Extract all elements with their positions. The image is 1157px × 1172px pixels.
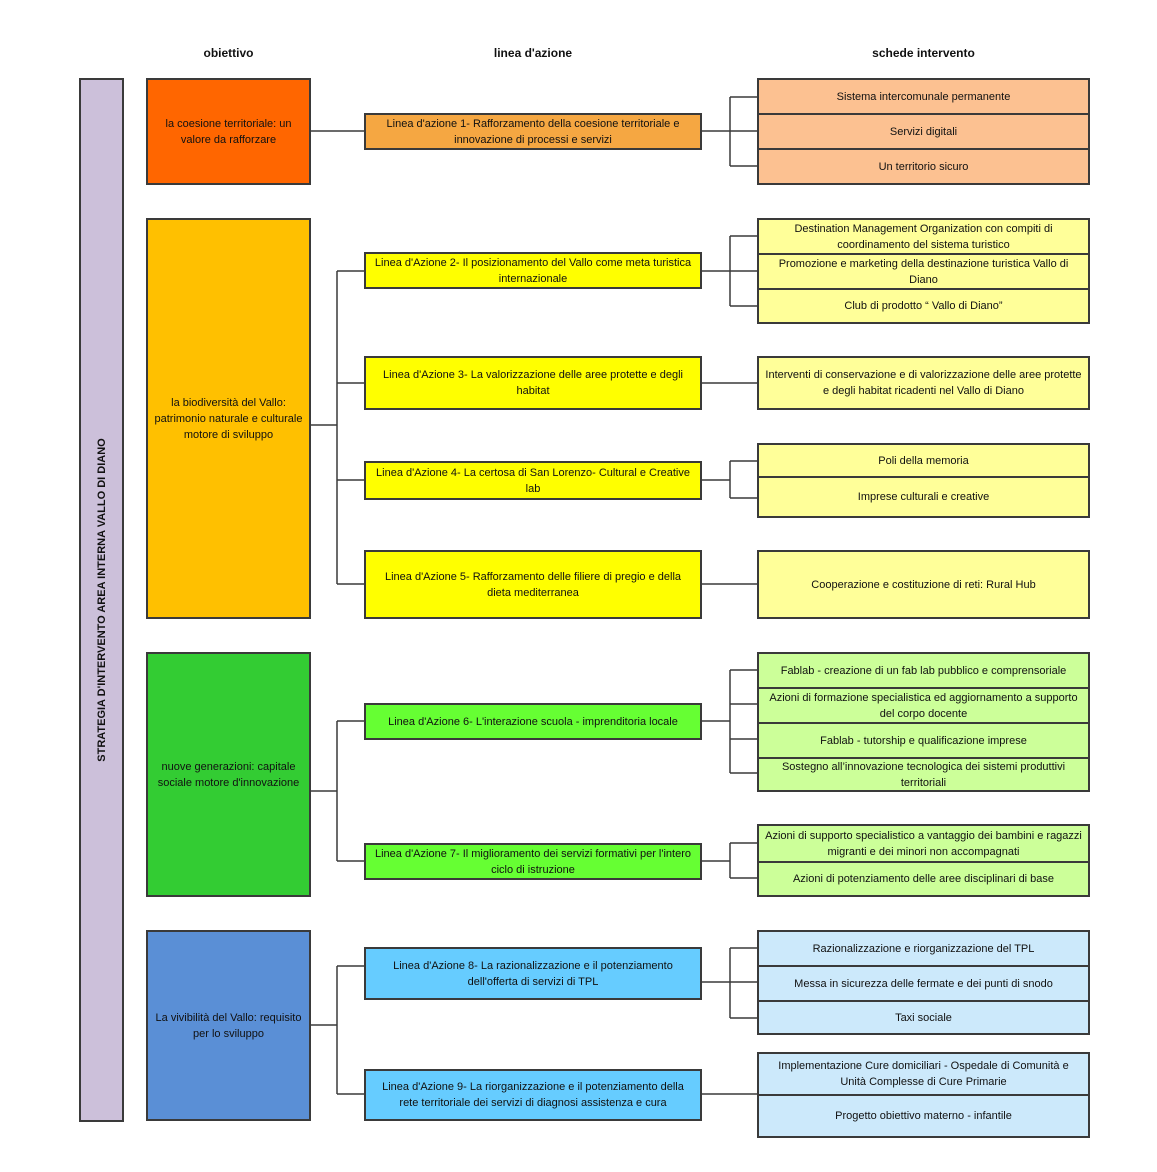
card-item: Imprese culturali e creative — [857, 491, 990, 503]
action-line-9: Linea d'Azione 9- La riorganizzazione e … — [364, 1069, 702, 1121]
objective-nuove-generazioni: nuove generazioni: capitale sociale moto… — [146, 652, 311, 897]
action-line-7: Linea d'Azione 7- Il miglioramento dei s… — [364, 843, 702, 880]
card-item: Taxi sociale — [895, 1011, 952, 1024]
cards-line-9: Implementazione Cure domiciliari - Osped… — [757, 1052, 1090, 1138]
header-linea-azione: linea d'azione — [493, 46, 573, 60]
card-item: Razionalizzazione e riorganizzazione del… — [759, 932, 1088, 967]
header-obiettivo: obiettivo — [203, 46, 254, 60]
card-item: Azioni di formazione specialistica ed ag… — [759, 689, 1088, 724]
cards-line-6: Fablab - creazione di un fab lab pubblic… — [757, 652, 1090, 792]
card-item: Cooperazione e costituzione di reti: Rur… — [811, 578, 1036, 591]
card-item: Sostegno all’innovazione tecnologica dei… — [781, 760, 1066, 789]
card-item: Servizi digitali — [759, 115, 1088, 150]
card-item: Messa in sicurezza delle fermate e dei p… — [759, 967, 1088, 1002]
action-line-2: Linea d'Azione 2- Il posizionamento del … — [364, 252, 702, 289]
card-item: Interventi di conservazione e di valoriz… — [765, 369, 1082, 397]
cards-line-1: Sistema intercomunale permanente Servizi… — [757, 78, 1090, 185]
cards-line-3: Interventi di conservazione e di valoriz… — [757, 356, 1090, 410]
card-item: Fablab - creazione di un fab lab pubblic… — [759, 654, 1088, 689]
card-item: Destination Management Organization con … — [759, 220, 1088, 255]
card-item: Sistema intercomunale permanente — [759, 80, 1088, 115]
card-item: Implementazione Cure domiciliari - Osped… — [759, 1054, 1088, 1096]
cards-line-7: Azioni di supporto specialistico a vanta… — [757, 824, 1090, 897]
header-schede-intervento: schede intervento — [872, 46, 975, 60]
cards-line-8: Razionalizzazione e riorganizzazione del… — [757, 930, 1090, 1035]
action-line-1: Linea d'azione 1- Rafforzamento della co… — [364, 113, 702, 150]
card-item: Azioni di supporto specialistico a vanta… — [759, 826, 1088, 863]
card-item: Azioni di potenziamento delle aree disci… — [792, 873, 1055, 885]
action-line-5: Linea d'Azione 5- Rafforzamento delle fi… — [364, 550, 702, 619]
card-item: Club di prodotto “ Vallo di Diano” — [844, 300, 1003, 312]
cards-line-2: Destination Management Organization con … — [757, 218, 1090, 324]
action-line-6: Linea d'Azione 6- L'interazione scuola -… — [364, 703, 702, 740]
action-line-3: Linea d'Azione 3- La valorizzazione dell… — [364, 356, 702, 410]
objective-vivibilita: La vivibilità del Vallo: requisito per l… — [146, 930, 311, 1121]
card-item: Progetto obiettivo materno - infantile — [835, 1110, 1012, 1122]
card-item: Fablab - tutorship e qualificazione impr… — [759, 724, 1088, 759]
objective-coesione: la coesione territoriale: un valore da r… — [146, 78, 311, 185]
card-item: Poli della memoria — [759, 445, 1088, 478]
card-item: Promozione e marketing della destinazion… — [759, 255, 1088, 290]
cards-line-4: Poli della memoria Imprese culturali e c… — [757, 443, 1090, 518]
cards-line-5: Cooperazione e costituzione di reti: Rur… — [757, 550, 1090, 619]
objective-biodiversita: la biodiversità del Vallo: patrimonio na… — [146, 218, 311, 619]
action-line-4: Linea d'Azione 4- La certosa di San Lore… — [364, 461, 702, 500]
action-line-8: Linea d'Azione 8- La razionalizzazione e… — [364, 947, 702, 1000]
strategy-sidebar: STRATEGIA D'INTERVENTO AREA INTERNA VALL… — [79, 78, 124, 1122]
card-item: Un territorio sicuro — [878, 160, 969, 173]
